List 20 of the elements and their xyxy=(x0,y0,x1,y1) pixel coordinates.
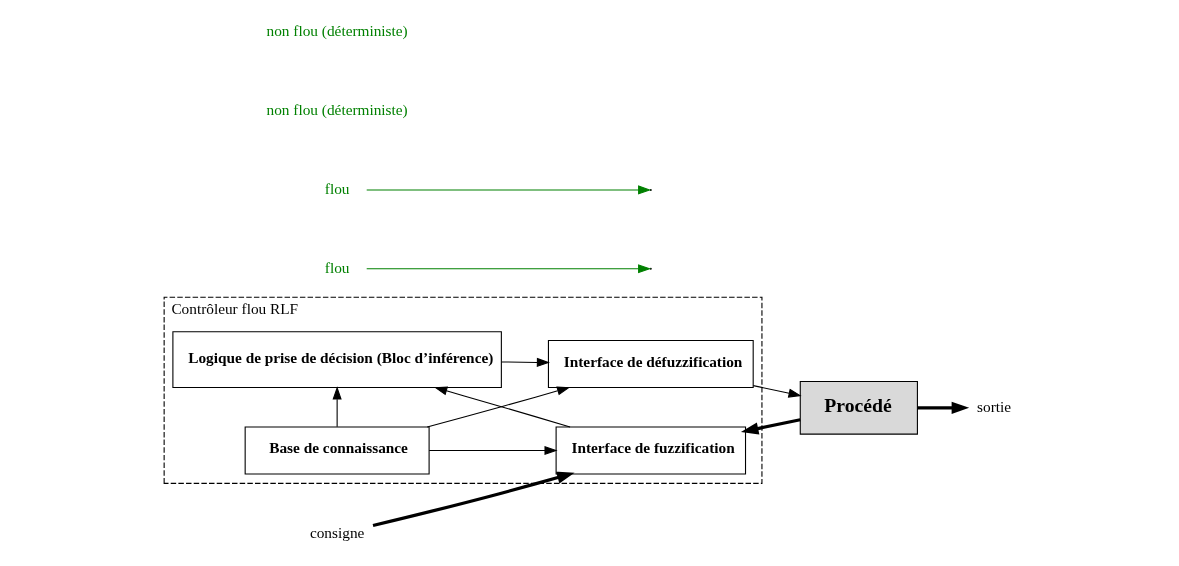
node-box: Interface de défuzzification xyxy=(547,339,754,389)
arrow xyxy=(372,471,575,528)
arrow xyxy=(752,385,802,398)
node-text: consigne xyxy=(309,523,365,541)
arrow xyxy=(332,386,342,428)
node-box: Procédé xyxy=(799,381,918,435)
node-box: Interface de fuzzification xyxy=(555,426,747,475)
arrow xyxy=(501,357,550,368)
node-text: sortie xyxy=(977,397,1012,415)
node-box: Base de connaissance xyxy=(244,426,430,475)
label: non flou (déterministe) xyxy=(266,22,408,40)
arrow xyxy=(428,445,558,456)
arrow xyxy=(740,418,801,435)
arrow xyxy=(366,264,652,274)
node-text: flou xyxy=(324,179,350,197)
node-text: flou xyxy=(324,258,350,276)
label: non flou (déterministe) xyxy=(266,101,408,119)
arrow xyxy=(917,401,970,414)
arrow xyxy=(366,185,652,195)
node-box: Logique de prise de décision (Bloc d’inférence) xyxy=(172,331,502,389)
